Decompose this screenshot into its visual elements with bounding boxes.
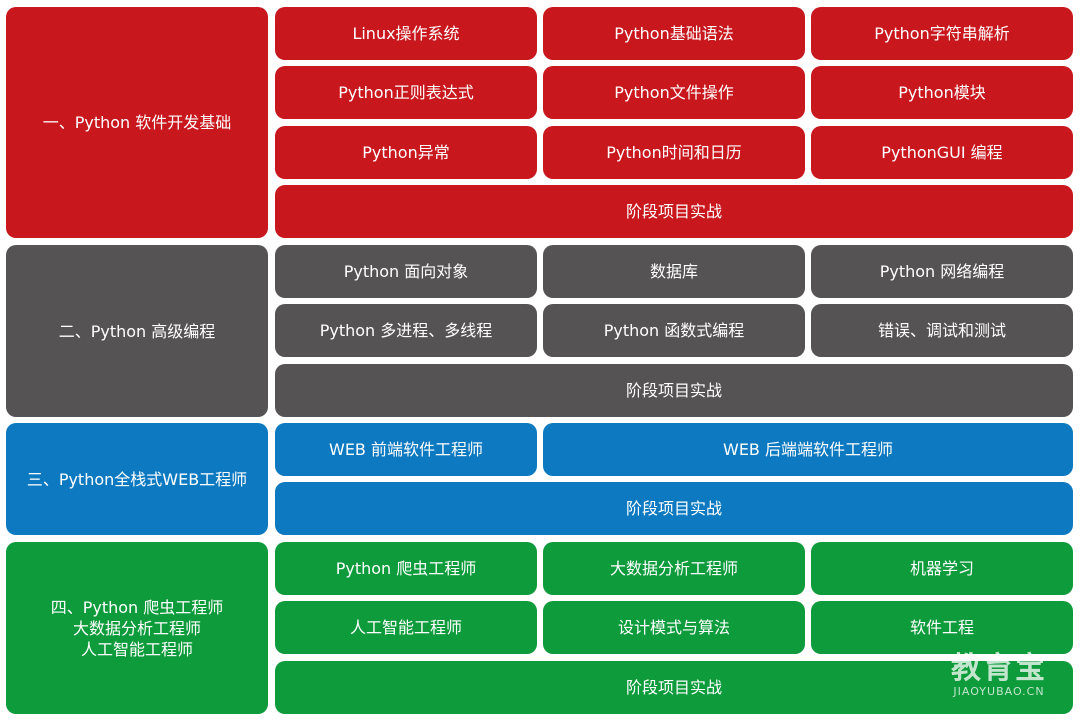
- stage4-title: 四、Python 爬虫工程师 大数据分析工程师 人工智能工程师: [6, 542, 268, 714]
- stage4-item: 机器学习: [811, 542, 1073, 595]
- stage2-item: Python 面向对象: [275, 245, 537, 298]
- stage4-item: 软件工程: [811, 601, 1073, 654]
- stage4-project: 阶段项目实战: [275, 661, 1073, 714]
- stage3-item: WEB 后端端软件工程师: [543, 423, 1073, 476]
- stage1-item: PythonGUI 编程: [811, 126, 1073, 179]
- stage1-item: Python模块: [811, 66, 1073, 119]
- stage2-project: 阶段项目实战: [275, 364, 1073, 417]
- stage4-item: 设计模式与算法: [543, 601, 805, 654]
- stage2-item: Python 多进程、多线程: [275, 304, 537, 357]
- watermark-logo: 教育宝 JIAOYUBAO.CN: [940, 653, 1058, 699]
- stage4-item: 人工智能工程师: [275, 601, 537, 654]
- stage1-project: 阶段项目实战: [275, 185, 1073, 238]
- stage2-item: Python 函数式编程: [543, 304, 805, 357]
- stage1-item: Python字符串解析: [811, 7, 1073, 60]
- stage4-item: 大数据分析工程师: [543, 542, 805, 595]
- stage2-item: Python 网络编程: [811, 245, 1073, 298]
- stage2-item: 错误、调试和测试: [811, 304, 1073, 357]
- stage3-project: 阶段项目实战: [275, 482, 1073, 535]
- stage2-item: 数据库: [543, 245, 805, 298]
- stage2-title: 二、Python 高级编程: [6, 245, 268, 417]
- stage1-item: Python基础语法: [543, 7, 805, 60]
- stage1-item: Linux操作系统: [275, 7, 537, 60]
- stage1-title: 一、Python 软件开发基础: [6, 7, 268, 238]
- watermark-main: 教育宝: [951, 651, 1047, 686]
- stage1-item: Python正则表达式: [275, 66, 537, 119]
- watermark-sub: JIAOYUBAO.CN: [953, 685, 1045, 698]
- stage1-item: Python文件操作: [543, 66, 805, 119]
- stage4-item: Python 爬虫工程师: [275, 542, 537, 595]
- stage1-item: Python异常: [275, 126, 537, 179]
- stage3-item: WEB 前端软件工程师: [275, 423, 537, 476]
- stage1-item: Python时间和日历: [543, 126, 805, 179]
- stage3-title: 三、Python全栈式WEB工程师: [6, 423, 268, 535]
